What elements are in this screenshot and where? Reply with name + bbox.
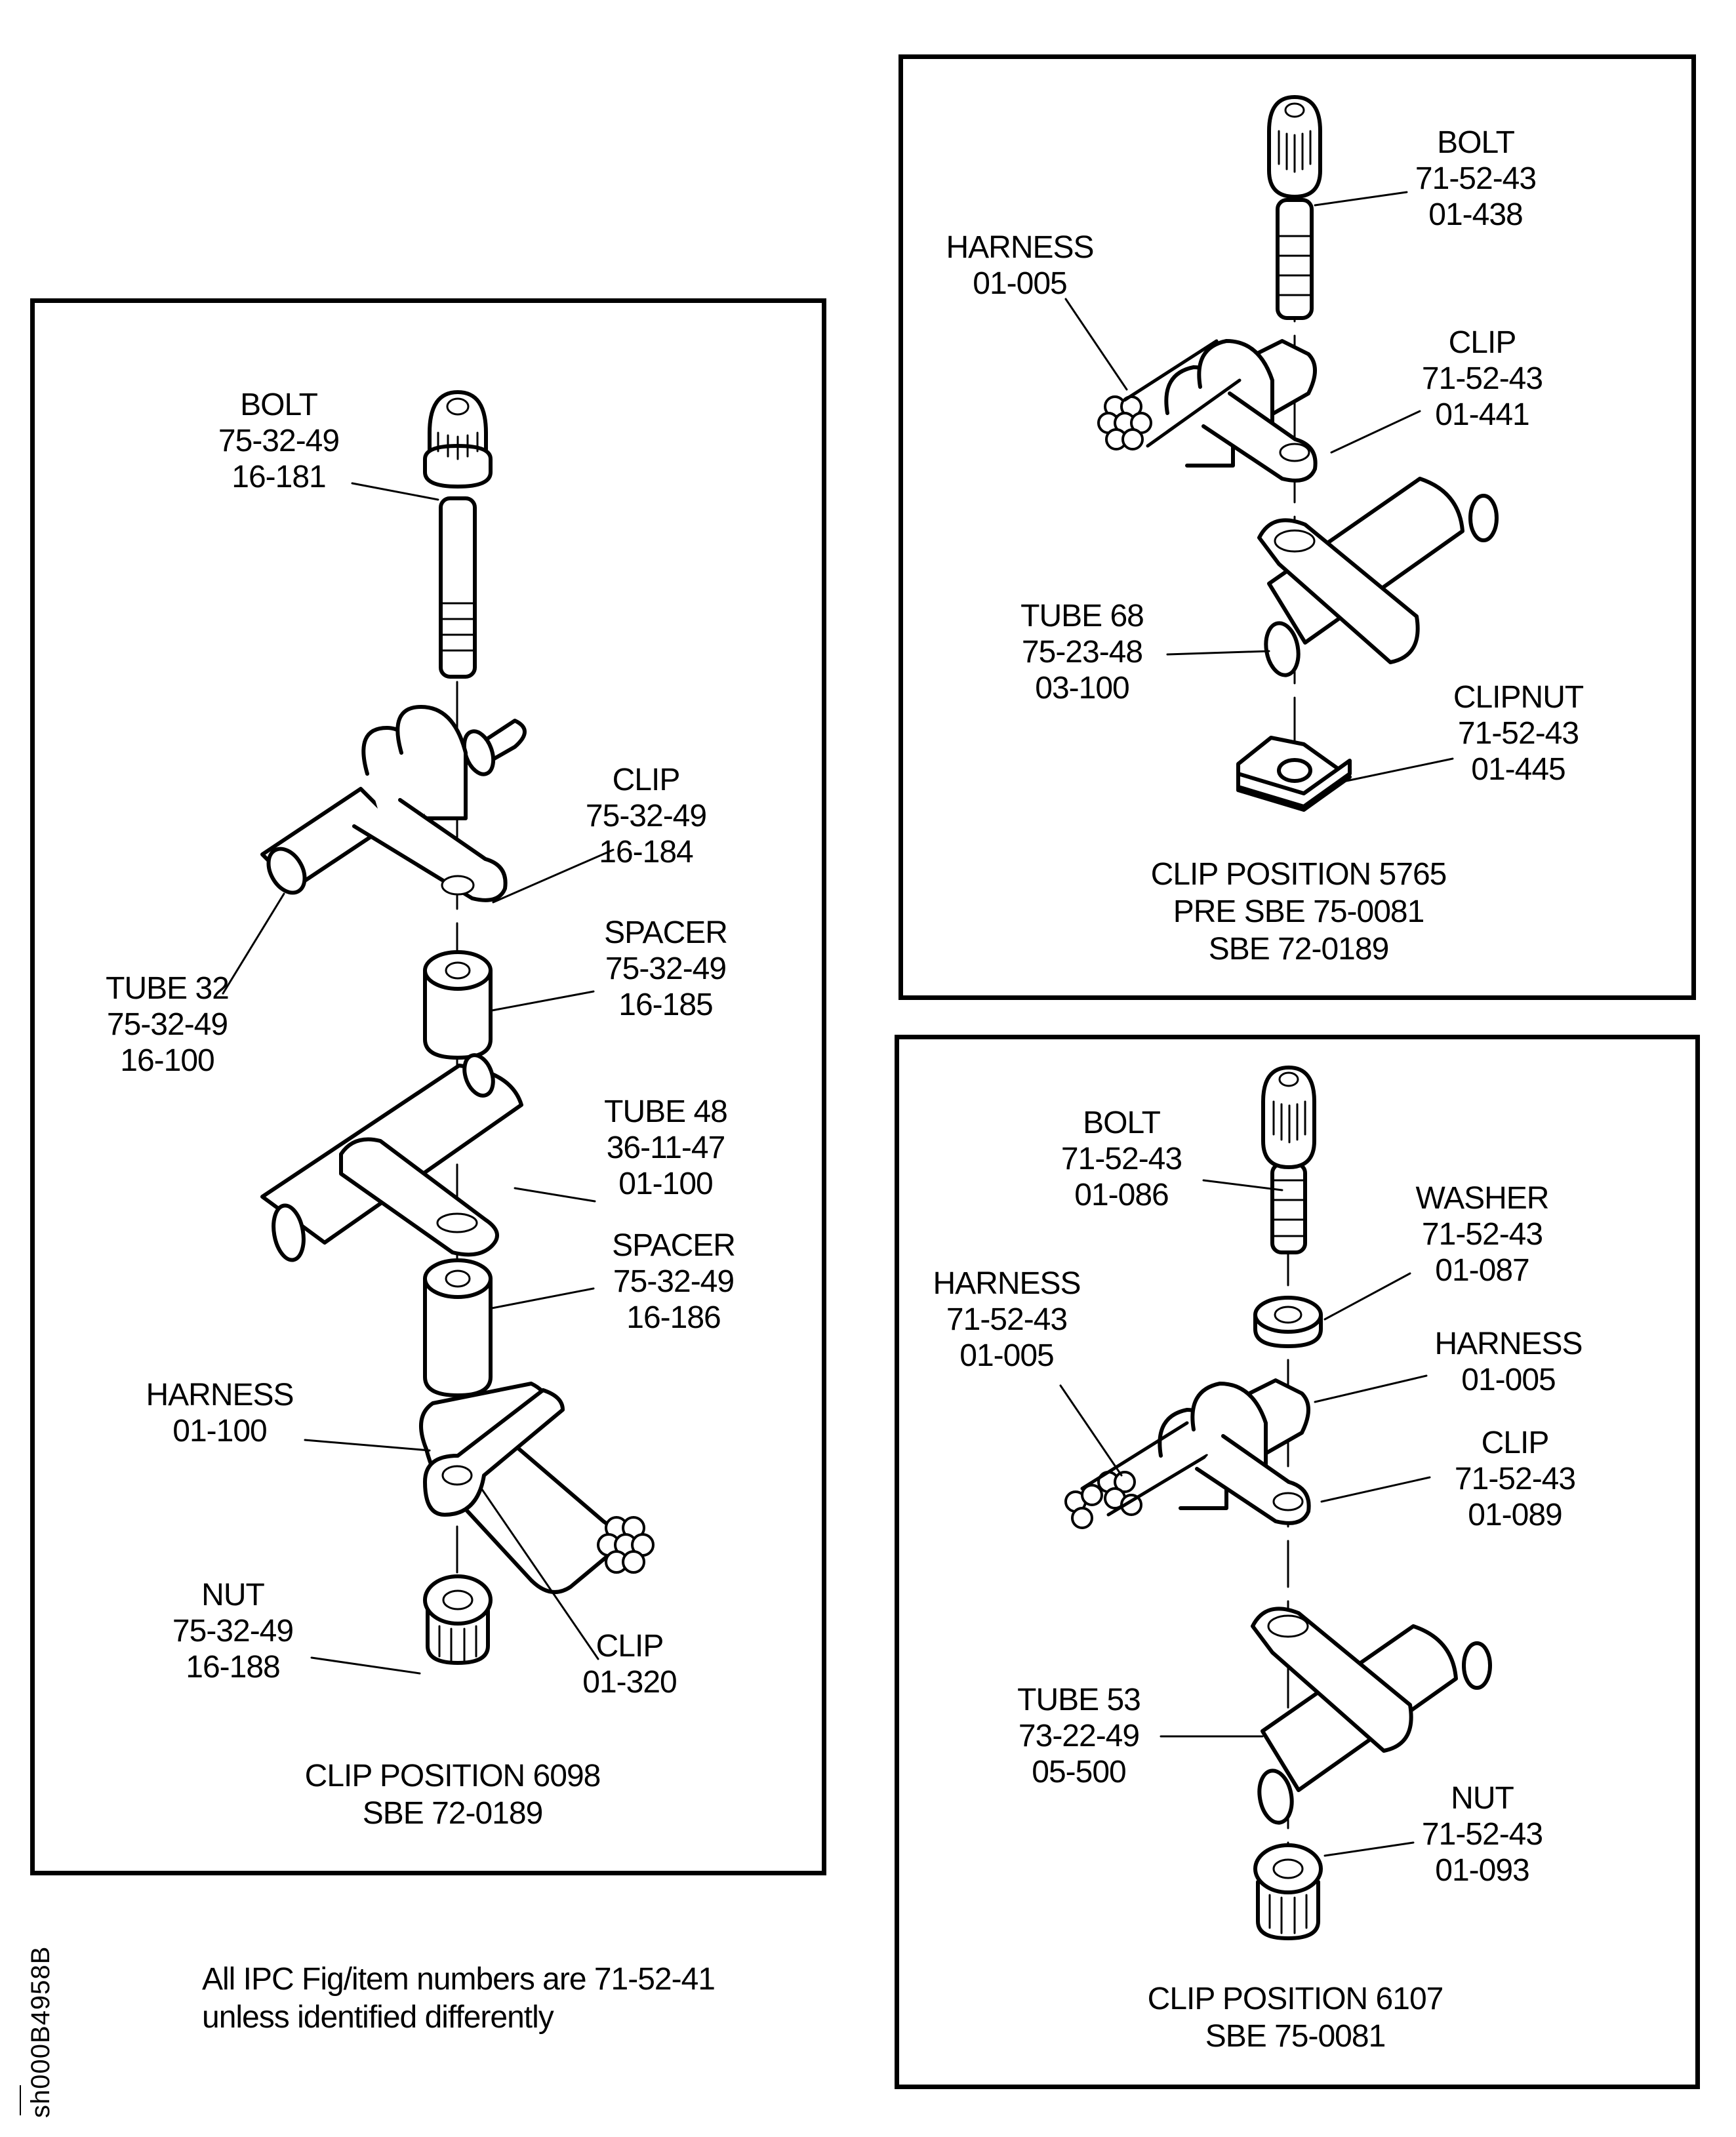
sheet-id-rule (20, 2085, 21, 2115)
panel-clip-position-6098 (30, 298, 826, 1875)
panel-clip-position-6107 (895, 1035, 1700, 2089)
sheet-id: sh000B4958B (26, 1946, 55, 2118)
